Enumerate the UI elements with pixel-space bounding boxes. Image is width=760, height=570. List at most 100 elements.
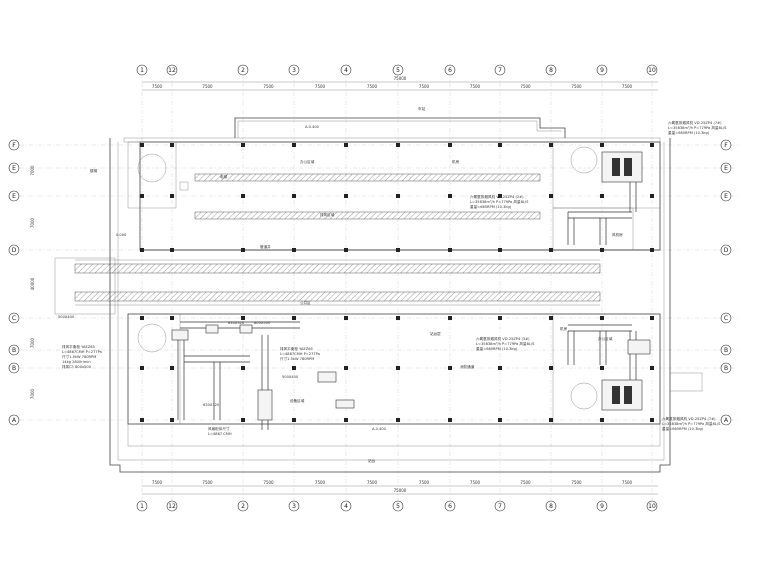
grid-bubble-label: 10 xyxy=(648,503,656,510)
grid-bubble xyxy=(8,344,20,356)
structural-column xyxy=(650,418,654,422)
grid-bubble-label: 5 xyxy=(396,67,400,74)
top-dimension-line xyxy=(142,81,658,495)
room-label: 机房 xyxy=(452,159,460,164)
dim-label: 7500 xyxy=(520,480,531,485)
structural-column xyxy=(170,366,174,370)
structural-column xyxy=(600,248,604,252)
grid-bubble-label: 1 xyxy=(140,503,144,510)
note-line: 六氧氩排烟风机 VD-25ZP4 (7#) xyxy=(662,416,716,421)
bottom-total-dimension: 75000 xyxy=(394,488,407,493)
structural-column xyxy=(498,418,502,422)
dim-label: 7500 xyxy=(202,84,213,89)
dim-label: 7500 xyxy=(520,84,531,89)
grid-bubble xyxy=(494,64,506,76)
grid-bubble-label: E xyxy=(12,193,16,200)
top-elevation: A-0.400 xyxy=(305,125,320,129)
structural-column xyxy=(140,248,144,252)
note-machine-mid-right: 六氧氩排烟风机 VD-25ZP4 (2#)L=35838m³/h P=779Pa… xyxy=(470,194,529,209)
bottom-platform-label: 站台 xyxy=(368,458,376,463)
structural-column xyxy=(498,248,502,252)
grid-bubble xyxy=(545,500,557,512)
note-line: 尺寸1.5kW 780RPM xyxy=(280,356,314,361)
dim-label: 7500 xyxy=(419,84,430,89)
structural-column xyxy=(600,194,604,198)
left-elevation: 0.000 xyxy=(116,233,127,237)
grid-bubble xyxy=(8,139,20,151)
room-label: 设备区域 xyxy=(290,398,305,403)
structural-column xyxy=(344,143,348,147)
note-line: L=4867 CMH xyxy=(208,432,232,436)
structural-column xyxy=(140,143,144,147)
structural-column xyxy=(448,143,452,147)
grid-bubble-label: A xyxy=(12,417,17,424)
structural-column xyxy=(140,316,144,320)
note-line: 重量=665RPM (10.3kg) xyxy=(470,204,512,209)
grid-bubble xyxy=(392,500,404,512)
note-machine-lower-right: 六氧氩排烟风机 VD-25ZP4 (3#)L=35838m³/h P=779Pa… xyxy=(476,336,535,351)
dim-label: 7500 xyxy=(315,84,326,89)
room-label: 管道井 xyxy=(260,244,271,249)
structural-column xyxy=(292,418,296,422)
grid-bubble xyxy=(340,500,352,512)
grid-bubble xyxy=(166,500,178,512)
structural-column xyxy=(292,143,296,147)
grid-bubble-label: E xyxy=(12,165,16,172)
grid-bubble-label: E xyxy=(724,193,728,200)
bottom-elevation: A-0.400 xyxy=(372,427,387,431)
grid-bubble xyxy=(444,64,456,76)
structural-column xyxy=(170,143,174,147)
grid-bubble-label: 9 xyxy=(600,503,604,510)
grid-bubble xyxy=(720,139,732,151)
note-line: 尺寸1.5kW 780RPM xyxy=(62,354,96,359)
structural-column xyxy=(140,366,144,370)
grid-bubble-label: F xyxy=(724,142,728,149)
note-machine-top-right: 六氧氩排烟风机 VD-25ZP4 (7#)L=35838m³/h P=779Pa… xyxy=(668,120,727,135)
structural-column xyxy=(241,248,245,252)
grid-bubble-label: E xyxy=(724,165,728,172)
grid-bubble xyxy=(444,500,456,512)
left-duct-system xyxy=(171,321,300,430)
right-upper-duct-system xyxy=(567,151,643,245)
duct-size-label: 800X500 xyxy=(254,321,271,325)
grid-bubble xyxy=(8,414,20,426)
room-label: 办公区域 xyxy=(300,159,315,164)
top-total-dimension: 75000 xyxy=(394,76,407,81)
structural-column xyxy=(650,248,654,252)
dim-label: 7500 xyxy=(470,480,481,485)
grid-bubble xyxy=(720,190,732,202)
room-label: 办公区域 xyxy=(598,336,613,341)
structural-column xyxy=(396,194,400,198)
structural-column xyxy=(448,366,452,370)
grid-bubble xyxy=(237,64,249,76)
grid-bubble-label: 9 xyxy=(600,67,604,74)
structural-column xyxy=(292,194,296,198)
structural-column xyxy=(170,418,174,422)
structural-column xyxy=(549,316,553,320)
note-line: 重量=665RPM (10.3kg) xyxy=(668,130,710,135)
dim-label: 7500 xyxy=(367,480,378,485)
structural-column xyxy=(241,316,245,320)
grid-bubble-label: 1 xyxy=(140,67,144,74)
grid-bubble xyxy=(288,500,300,512)
structural-column xyxy=(170,248,174,252)
note-line: 六氧氩排烟风机 VD-25ZP4 (3#) xyxy=(476,336,530,341)
duct-size-label: 630X320 xyxy=(203,403,220,407)
note-line: 排风口: 800x500 xyxy=(62,364,92,369)
structural-column xyxy=(170,316,174,320)
structural-column xyxy=(600,366,604,370)
structural-column xyxy=(549,248,553,252)
note-line: L=4867CMH P=277Pa xyxy=(280,352,320,356)
room-label: 电梯 xyxy=(220,174,228,179)
room-label: 站台层 xyxy=(430,331,441,336)
grid-bubble-label: 5 xyxy=(396,503,400,510)
grid-bubble xyxy=(646,500,658,512)
dim-label: 7500 xyxy=(622,84,633,89)
dim-label: 7500 xyxy=(571,480,582,485)
